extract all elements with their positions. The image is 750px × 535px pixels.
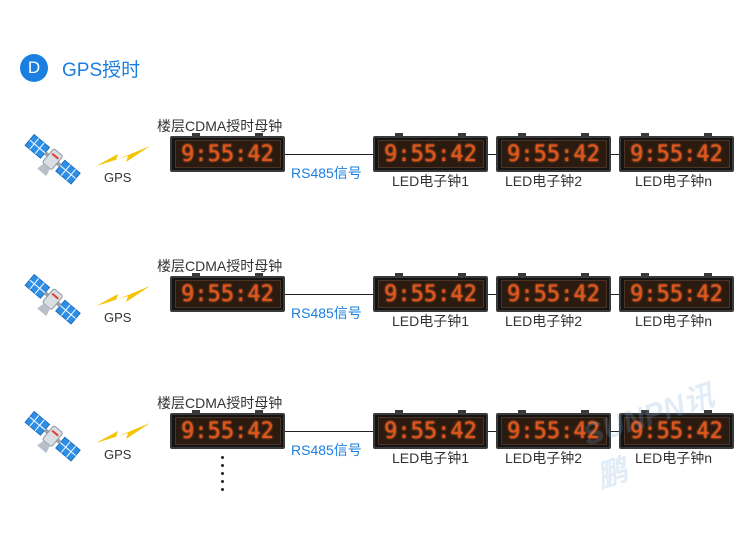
lightning-icon (96, 146, 150, 166)
slave-clock-label-2: LED电子钟2 (504, 450, 583, 466)
master-clock: 9:55:42 (170, 410, 285, 449)
slave-clock-label-n: LED电子钟n (634, 313, 713, 329)
master-clock-label: 楼层CDMA授时母钟 (157, 395, 283, 411)
slave-clock-label-1: LED电子钟1 (391, 173, 470, 189)
clock-time: 9:55:42 (623, 140, 730, 168)
gps-label: GPS (104, 447, 132, 462)
clock-time: 9:55:42 (377, 417, 484, 445)
slave-clock-label-n: LED电子钟n (634, 450, 713, 466)
more-floors-ellipsis (221, 456, 227, 496)
satellite-icon (24, 273, 81, 325)
satellite-icon (24, 133, 81, 185)
gps-label: GPS (104, 170, 132, 185)
section-badge: D (20, 54, 48, 82)
timing-row-3: GPS 楼层CDMA授时母钟 9:55:42 RS485信号 9:55:42 9… (0, 393, 750, 483)
master-clock: 9:55:42 (170, 133, 285, 172)
lightning-icon (96, 423, 150, 443)
section-header: D GPS授时 (20, 54, 140, 82)
slave-clock-n: 9:55:42 (619, 133, 734, 172)
clock-time: 9:55:42 (500, 140, 607, 168)
clock-time: 9:55:42 (623, 280, 730, 308)
slave-clock-n: 9:55:42 (619, 410, 734, 449)
rs485-line (285, 154, 373, 155)
master-clock: 9:55:42 (170, 273, 285, 312)
slave-clock-2: 9:55:42 (496, 133, 611, 172)
slave-clock-1: 9:55:42 (373, 133, 488, 172)
slave-clock-1: 9:55:42 (373, 273, 488, 312)
gps-label: GPS (104, 310, 132, 325)
connector-line (611, 431, 619, 432)
master-clock-label: 楼层CDMA授时母钟 (157, 258, 283, 274)
connector-line (488, 431, 496, 432)
lightning-icon (96, 286, 150, 306)
clock-time: 9:55:42 (623, 417, 730, 445)
connector-line (611, 294, 619, 295)
slave-clock-2: 9:55:42 (496, 410, 611, 449)
rs485-label: RS485信号 (291, 165, 362, 181)
clock-time: 9:55:42 (174, 417, 281, 445)
slave-clock-2: 9:55:42 (496, 273, 611, 312)
clock-time: 9:55:42 (377, 140, 484, 168)
section-title: GPS授时 (62, 59, 141, 81)
clock-time: 9:55:42 (377, 280, 484, 308)
timing-row-2: GPS 楼层CDMA授时母钟 9:55:42 RS485信号 9:55:42 9… (0, 256, 750, 346)
clock-time: 9:55:42 (174, 140, 281, 168)
rs485-line (285, 294, 373, 295)
satellite-icon (24, 410, 81, 462)
rs485-label: RS485信号 (291, 442, 362, 458)
timing-row-1: GPS 楼层CDMA授时母钟 9:55:42 RS485信号 9:55:42 9… (0, 116, 750, 206)
connector-line (488, 294, 496, 295)
connector-line (611, 154, 619, 155)
clock-time: 9:55:42 (174, 280, 281, 308)
rs485-line (285, 431, 373, 432)
slave-clock-n: 9:55:42 (619, 273, 734, 312)
clock-time: 9:55:42 (500, 280, 607, 308)
clock-time: 9:55:42 (500, 417, 607, 445)
slave-clock-label-1: LED电子钟1 (391, 313, 470, 329)
rs485-label: RS485信号 (291, 305, 362, 321)
slave-clock-label-1: LED电子钟1 (391, 450, 470, 466)
connector-line (488, 154, 496, 155)
slave-clock-label-n: LED电子钟n (634, 173, 713, 189)
slave-clock-label-2: LED电子钟2 (504, 313, 583, 329)
slave-clock-label-2: LED电子钟2 (504, 173, 583, 189)
slave-clock-1: 9:55:42 (373, 410, 488, 449)
master-clock-label: 楼层CDMA授时母钟 (157, 118, 283, 134)
